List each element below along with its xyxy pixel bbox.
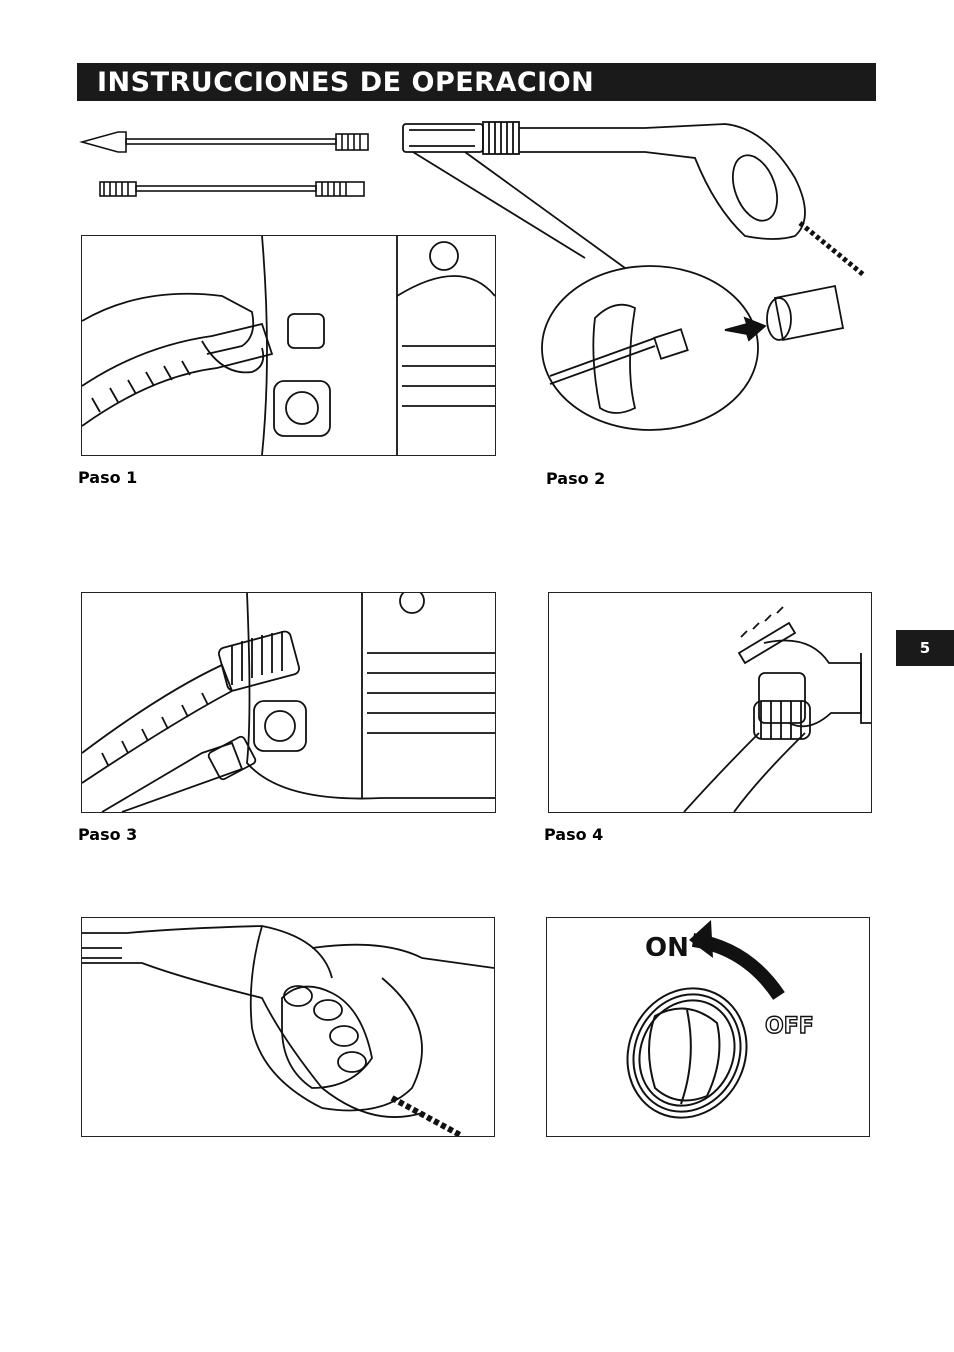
page-title: INSTRUCCIONES DE OPERACION xyxy=(97,67,595,98)
spray-gun-connection-illustration xyxy=(402,121,867,431)
section-header: INSTRUCCIONES DE OPERACION xyxy=(77,63,876,101)
trigger-grip-figure xyxy=(81,917,495,1137)
squeeze-trigger-illustration xyxy=(82,925,494,1136)
connect-hose-to-outlet-illustration xyxy=(82,236,495,455)
power-switch-figure: ON OFF xyxy=(546,917,870,1137)
step-3-figure xyxy=(81,592,496,813)
step-1-label: Paso 1 xyxy=(78,468,138,487)
connect-hose-to-faucet-illustration xyxy=(683,606,871,812)
step-2-label: Paso 2 xyxy=(546,469,606,488)
on-label: ON xyxy=(645,933,689,963)
power-dial-illustration: ON OFF xyxy=(626,920,814,1119)
step-4-figure xyxy=(548,592,872,813)
spray-wand-accessories-illustration xyxy=(79,131,369,197)
page-number-tab: 5 xyxy=(896,630,954,666)
step-3-label: Paso 3 xyxy=(78,825,138,844)
step-1-figure xyxy=(81,235,496,456)
off-label: OFF xyxy=(765,1014,814,1039)
connect-water-inlet-hose-illustration xyxy=(82,593,495,812)
step-4-label: Paso 4 xyxy=(544,825,604,844)
